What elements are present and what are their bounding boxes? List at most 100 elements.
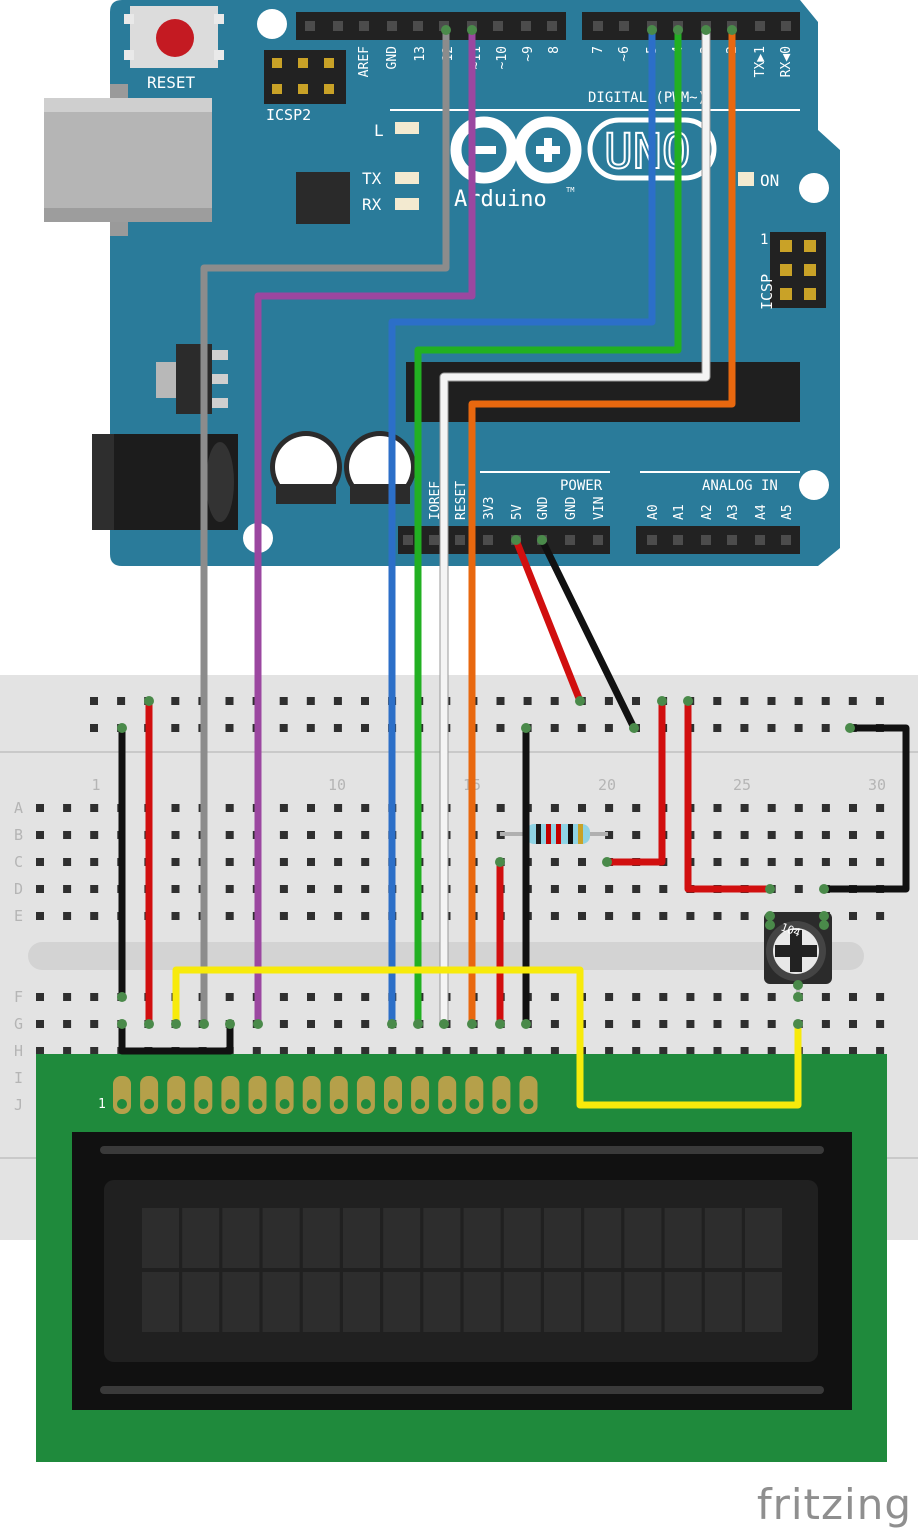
- dc-power-jack: [92, 434, 238, 530]
- wire-white-d6: [440, 26, 710, 1028]
- breadboard-hole: [361, 858, 370, 866]
- breadboard-hole: [740, 1020, 749, 1028]
- breadboard-hole: [605, 831, 614, 839]
- led-tx-label: TX: [362, 169, 382, 188]
- wire-end: [602, 857, 612, 867]
- breadboard-hole: [849, 858, 857, 866]
- breadboard-hole: [63, 858, 72, 866]
- breadboard-hole: [632, 831, 641, 839]
- breadboard-hole: [279, 912, 288, 920]
- digital-pin-label: GND: [385, 46, 400, 70]
- breadboard-hole: [63, 1020, 72, 1028]
- lcd-screen: [104, 1180, 818, 1362]
- lcd-character-cell: [544, 1272, 581, 1332]
- breadboard-hole: [578, 885, 586, 893]
- wire-end: [511, 535, 521, 545]
- breadboard-hole: [605, 885, 614, 893]
- breadboard-hole: [334, 804, 343, 812]
- breadboard-hole: [171, 912, 180, 920]
- power-pin-label: 5V: [510, 504, 525, 520]
- reset-button[interactable]: [124, 6, 224, 68]
- lcd-character-cell: [142, 1272, 179, 1332]
- wire-end: [413, 1019, 423, 1029]
- header-pin: [701, 535, 711, 545]
- breadboard-hole: [388, 1047, 397, 1055]
- breadboard-hole: [279, 1047, 288, 1055]
- column-number: 1: [91, 776, 100, 794]
- led-tx: [395, 172, 419, 184]
- breadboard-hole: [496, 724, 505, 732]
- breadboard-hole: [496, 1047, 505, 1055]
- breadboard-hole: [849, 912, 857, 920]
- header-pin: [593, 535, 603, 545]
- power-pin-label: GND: [536, 496, 551, 520]
- analog-header: [636, 526, 800, 554]
- wire-end: [657, 696, 667, 706]
- lcd-character-cell: [503, 1272, 541, 1332]
- usb-connector: [44, 84, 212, 236]
- wire-gray-rs: [200, 26, 450, 1028]
- lcd-pin-hole: [252, 1099, 263, 1109]
- reset-label: RESET: [147, 73, 196, 92]
- analog-pin-label: A4: [754, 504, 769, 520]
- row-letter: J: [14, 1096, 23, 1114]
- breadboard-hole: [469, 1047, 478, 1055]
- header-pin: [781, 21, 791, 31]
- analog-pin-label: A2: [700, 504, 715, 520]
- potentiometer[interactable]: 104: [764, 912, 832, 984]
- breadboard-hole: [876, 1047, 885, 1055]
- breadboard-hole: [90, 697, 98, 705]
- breadboard-hole: [713, 993, 722, 1001]
- breadboard-hole: [36, 831, 44, 839]
- logo-minus: [472, 146, 496, 154]
- wire-end: [441, 25, 451, 35]
- lcd-pin-hole: [306, 1099, 317, 1109]
- lcd-pin-hole: [225, 1099, 236, 1109]
- breadboard-hole: [306, 697, 315, 705]
- breadboard-hole: [279, 885, 288, 893]
- breadboard-hole: [306, 724, 315, 732]
- digital-pin-label: TX▶1: [753, 46, 768, 77]
- breadboard-hole: [550, 885, 559, 893]
- digital-pin-label: ~10: [495, 46, 510, 69]
- breadboard-hole: [279, 697, 288, 705]
- breadboard-hole: [578, 804, 586, 812]
- wire-end: [845, 723, 855, 733]
- wire-end: [819, 911, 829, 921]
- wire-end: [225, 1019, 235, 1029]
- wire-end: [439, 1019, 449, 1029]
- breadboard-hole: [686, 912, 695, 920]
- lcd-pin-hole: [442, 1099, 453, 1109]
- breadboard-hole: [577, 724, 586, 732]
- breadboard-hole: [605, 993, 614, 1001]
- breadboard-hole: [550, 804, 559, 812]
- breadboard-hole: [713, 858, 722, 866]
- analog-pin-label: A1: [672, 504, 687, 520]
- lcd-character-cell: [624, 1208, 662, 1268]
- breadboard-hole: [794, 858, 803, 866]
- breadboard-hole: [63, 885, 72, 893]
- breadboard-hole: [550, 858, 559, 866]
- lcd-character-cell: [704, 1272, 742, 1332]
- wire-end: [793, 992, 803, 1002]
- wire-end: [521, 723, 531, 733]
- breadboard-hole: [605, 912, 614, 920]
- analog-pin-label: A5: [780, 504, 795, 520]
- mounting-hole: [799, 173, 829, 203]
- breadboard-hole: [767, 1020, 776, 1028]
- digital-pin-label: ~6: [617, 46, 632, 62]
- breadboard-hole: [171, 858, 180, 866]
- breadboard-hole: [307, 1047, 315, 1055]
- breadboard-hole: [659, 912, 668, 920]
- breadboard-hole: [415, 1047, 424, 1055]
- breadboard-hole: [90, 1047, 99, 1055]
- breadboard-hole: [632, 804, 641, 812]
- row-letter: B: [14, 826, 23, 844]
- row-letter: C: [14, 853, 23, 871]
- breadboard-hole: [767, 858, 776, 866]
- breadboard-hole: [442, 1047, 451, 1055]
- breadboard-hole: [171, 885, 180, 893]
- header-pin: [483, 535, 493, 545]
- icsp-pin1-label: 1: [760, 232, 768, 248]
- breadboard-hole: [632, 912, 641, 920]
